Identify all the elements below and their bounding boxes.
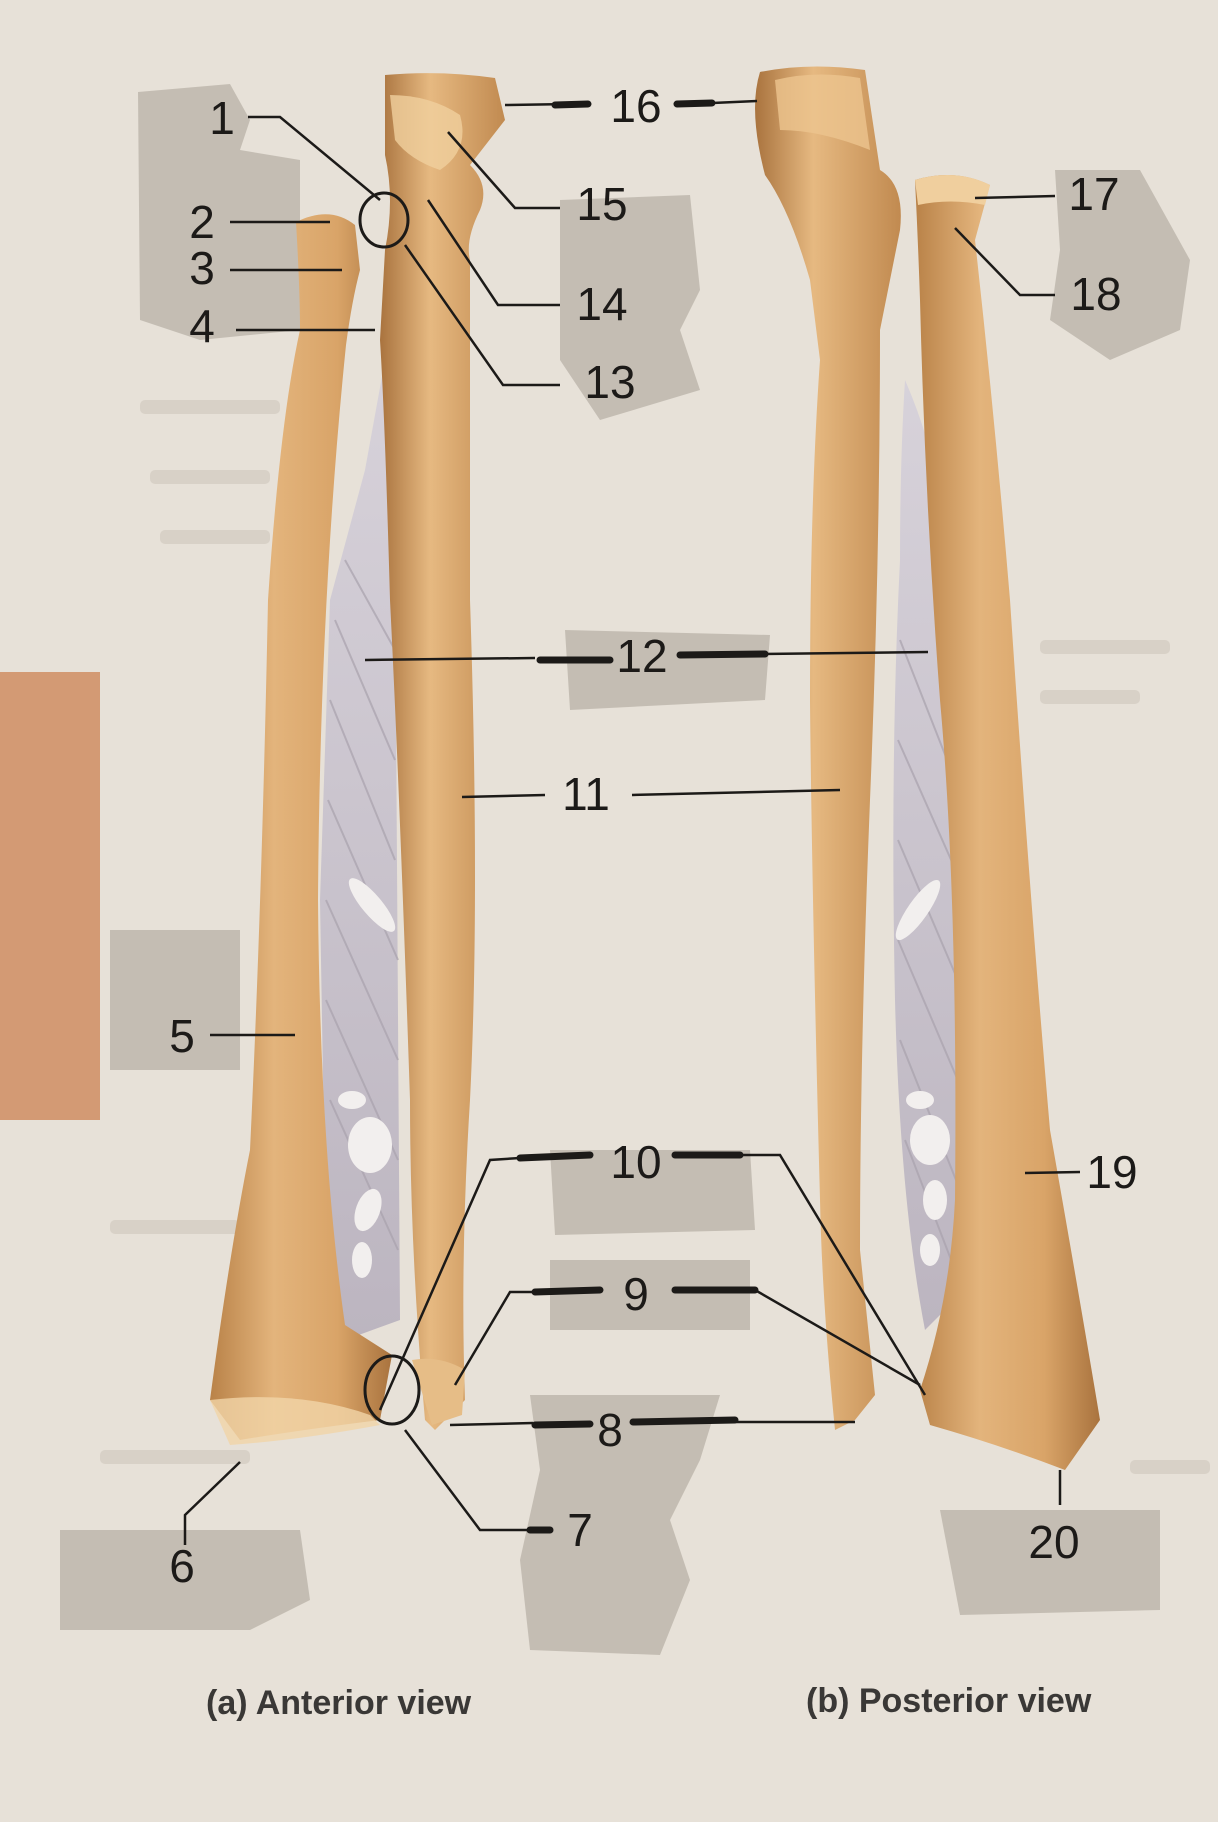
leader-line-thick-ends: [516, 99, 769, 1534]
radius-anterior: [210, 214, 392, 1440]
radial-head-posterior: [915, 175, 990, 205]
background-print: [100, 400, 1210, 1474]
label-13: 13: [584, 356, 635, 408]
label-patches: [60, 84, 1190, 1655]
radius-distal-articular: [210, 1397, 380, 1445]
label-6: 6: [169, 1540, 195, 1592]
interosseous-membrane-anterior: [320, 360, 400, 1340]
label-2: 2: [189, 196, 215, 248]
membrane-foramina-posterior: [895, 879, 950, 1266]
ulna-posterior: [755, 66, 901, 1430]
label-11: 11: [562, 768, 610, 820]
label-19: 19: [1086, 1146, 1137, 1198]
ulna-head-anterior: [412, 1358, 465, 1425]
ulna-anterior: [380, 73, 505, 1431]
radius-posterior: [915, 175, 1100, 1471]
side-tab: [0, 672, 100, 1120]
label-17: 17: [1068, 168, 1119, 220]
label-10: 10: [610, 1136, 661, 1188]
distal-radioulnar-circle: [363, 1354, 421, 1426]
caption-posterior-view: (b) Posterior view: [806, 1682, 1092, 1720]
caption-anterior-view: (a) Anterior view: [206, 1684, 472, 1722]
label-14: 14: [576, 278, 627, 330]
label-3: 3: [189, 242, 215, 294]
label-8: 8: [597, 1404, 623, 1456]
proximal-radioulnar-circle: [358, 191, 410, 249]
label-4: 4: [189, 300, 215, 352]
label-18: 18: [1070, 268, 1121, 320]
label-1: 1: [209, 92, 235, 144]
trochlear-notch: [390, 95, 463, 170]
label-12: 12: [616, 630, 667, 682]
olecranon-posterior: [775, 74, 870, 150]
label-20: 20: [1028, 1516, 1079, 1568]
number-labels: 1 2 3 4 5 6 7 8 9 10 11 12 13 14 15 16 1…: [169, 80, 1137, 1592]
label-5: 5: [169, 1010, 195, 1062]
label-16: 16: [610, 80, 661, 132]
label-7: 7: [567, 1504, 593, 1556]
label-15: 15: [576, 178, 627, 230]
label-9: 9: [623, 1268, 649, 1320]
membrane-foramina-anterior: [338, 878, 396, 1278]
